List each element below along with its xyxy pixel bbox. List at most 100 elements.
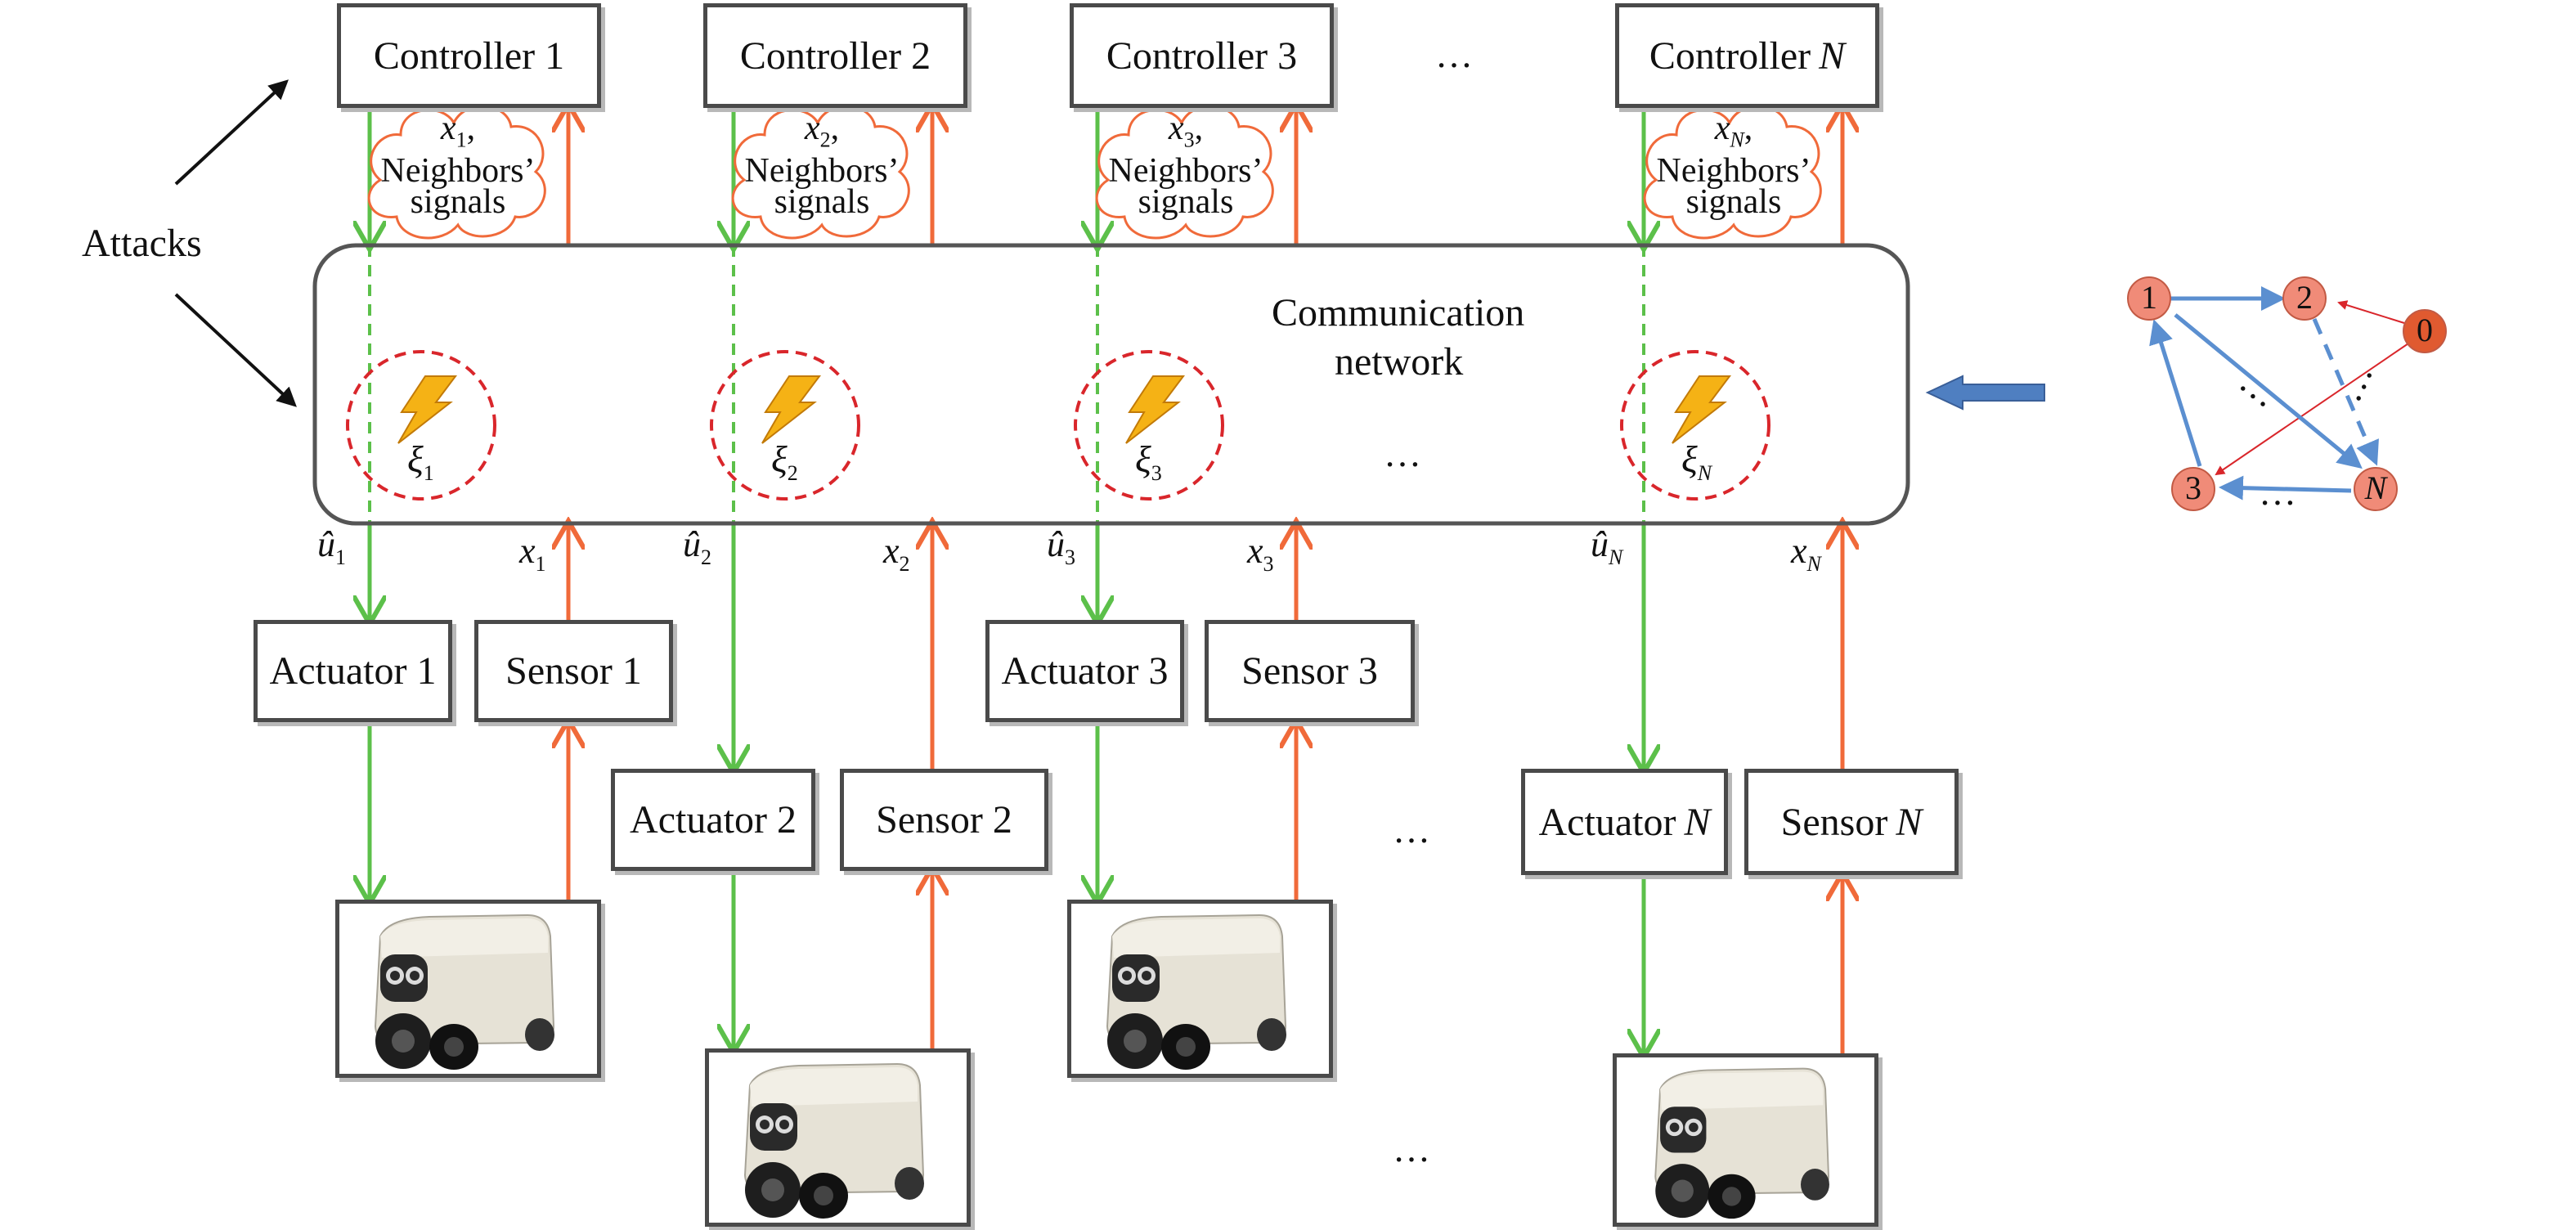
attack-symbol-2: ξ2: [771, 438, 798, 486]
controller-n-label: Controller: [1649, 34, 1811, 78]
attacks-label: Attacks: [82, 222, 202, 265]
x-label-n: xN: [1791, 531, 1821, 576]
actuator-2-box: Actuator 2: [611, 769, 815, 871]
controller-1-label: Controller 1: [373, 34, 565, 78]
attack-circle-n: [1620, 350, 1770, 501]
cloud-1: [367, 105, 546, 240]
attack-markers: [346, 350, 1770, 501]
controller-3-box: Controller 3: [1070, 3, 1334, 108]
lightning-icon: [1125, 375, 1185, 444]
cloud-2-text: x2, Neighbors’ signals: [740, 110, 904, 222]
attack-circle-3: [1074, 350, 1224, 501]
cloud-1-line2: signals: [410, 183, 506, 222]
cloud-n-var: x: [1714, 110, 1730, 147]
attack-arrows: [174, 79, 297, 407]
x-label-2: x2: [883, 531, 910, 576]
edge-3-1: [2149, 319, 2202, 467]
network-dots: …: [1384, 433, 1423, 474]
sensor-1-box: Sensor 1: [474, 620, 673, 722]
sensor-n-italic: N: [1896, 800, 1923, 844]
attack-arrow-to-controllers: [174, 79, 289, 186]
cloud-n-line1: Neighbors’: [1656, 152, 1811, 191]
controller-1-box: Controller 1: [337, 3, 601, 108]
robot-icon: [374, 914, 555, 1070]
actuator-1-box: Actuator 1: [254, 620, 452, 722]
robot-3-frame: [1067, 900, 1333, 1078]
cloud-3: [1095, 105, 1274, 240]
cloud-3-line1: Neighbors’: [1108, 152, 1263, 191]
graph-node-label-0: 0: [2417, 312, 2433, 348]
sensor-1-label: Sensor 1: [505, 649, 642, 693]
controllers-dots: …: [1435, 34, 1474, 75]
cloud-3-sub: 3: [1183, 128, 1195, 152]
robot-icon: [743, 1062, 925, 1219]
actuator-n-italic: N: [1684, 800, 1711, 844]
actuator-2-label: Actuator 2: [630, 798, 797, 842]
cloud-n-sub: N: [1730, 128, 1744, 152]
robot-2-frame: [705, 1048, 971, 1227]
cloud-3-var: x: [1168, 110, 1184, 147]
signal-lines: [370, 106, 1842, 1053]
cloud-3-text: x3, Neighbors’ signals: [1104, 110, 1268, 222]
network-label-line2: network: [1335, 340, 1464, 384]
controller-3-label: Controller 3: [1106, 34, 1298, 78]
cloud-2-line2: signals: [774, 183, 870, 222]
cloud-2-sub: 2: [819, 128, 831, 152]
sensor-3-box: Sensor 3: [1205, 620, 1415, 722]
cloud-n: [1643, 105, 1822, 240]
agents-dots-robots: …: [1393, 1128, 1432, 1169]
cloud-n-line2: signals: [1685, 183, 1782, 222]
controller-n-italic: N: [1819, 34, 1846, 78]
cloud-1-sub: 1: [456, 128, 467, 152]
cloud-2-var: x: [804, 110, 820, 147]
edge-1-n: [2174, 313, 2363, 469]
robot-1-frame: [335, 900, 601, 1078]
attack-circle-2: [710, 350, 860, 501]
actuator-3-label: Actuator 3: [1001, 649, 1169, 693]
graph-dots-bottom: …: [2259, 471, 2298, 513]
cloud-3-line2: signals: [1138, 183, 1234, 222]
cloud-1-text: x1, Neighbors’ signals: [376, 110, 540, 222]
graph-node-label-2: 2: [2296, 279, 2313, 316]
lightning-icon: [397, 375, 457, 444]
robot-icon: [1106, 914, 1287, 1070]
graph-to-network-arrow: [1925, 375, 2045, 411]
edge-n-3: [2219, 475, 2352, 501]
robot-n-frame: [1613, 1053, 1878, 1227]
graph-node-0: [2403, 309, 2447, 353]
edge-0-2: [2337, 300, 2405, 324]
graph-node-3: [2171, 467, 2215, 511]
actuator-1-label: Actuator 1: [269, 649, 437, 693]
controller-2-box: Controller 2: [703, 3, 967, 108]
cloud-1-line1: Neighbors’: [380, 152, 536, 191]
cloud-1-var: x: [440, 110, 456, 147]
sensor-2-label: Sensor 2: [876, 798, 1012, 842]
lightning-icon: [1672, 375, 1731, 444]
graph-node-label-1: 1: [2141, 279, 2157, 316]
attack-circle-1: [346, 350, 496, 501]
graph-node-n: [2354, 467, 2398, 511]
u-hat-label-2: û2: [683, 524, 711, 569]
attack-symbol-n: ξN: [1681, 438, 1712, 486]
graph-nodes: [2127, 276, 2447, 511]
robot-icon: [1654, 1067, 1829, 1219]
graph-edges: [2149, 286, 2409, 501]
x-label-3: x3: [1247, 531, 1274, 576]
sensor-2-box: Sensor 2: [840, 769, 1048, 871]
attack-arrow-to-network: [174, 293, 297, 407]
u-hat-label-3: û3: [1047, 524, 1075, 569]
graph-node-label-n: N: [2364, 469, 2387, 506]
sensor-3-label: Sensor 3: [1241, 649, 1378, 693]
cloud-n-text: xN, Neighbors’ signals: [1652, 110, 1815, 222]
actuator-n-label: Actuator: [1538, 800, 1676, 844]
x-label-1: x1: [519, 531, 546, 576]
graph-node-1: [2127, 276, 2171, 321]
graph-node-2: [2282, 276, 2327, 321]
agents-dots-row: …: [1393, 809, 1432, 851]
neighbor-clouds: [367, 105, 1822, 240]
attack-symbol-3: ξ3: [1135, 438, 1162, 486]
network-label-line1: Communication: [1272, 291, 1525, 334]
